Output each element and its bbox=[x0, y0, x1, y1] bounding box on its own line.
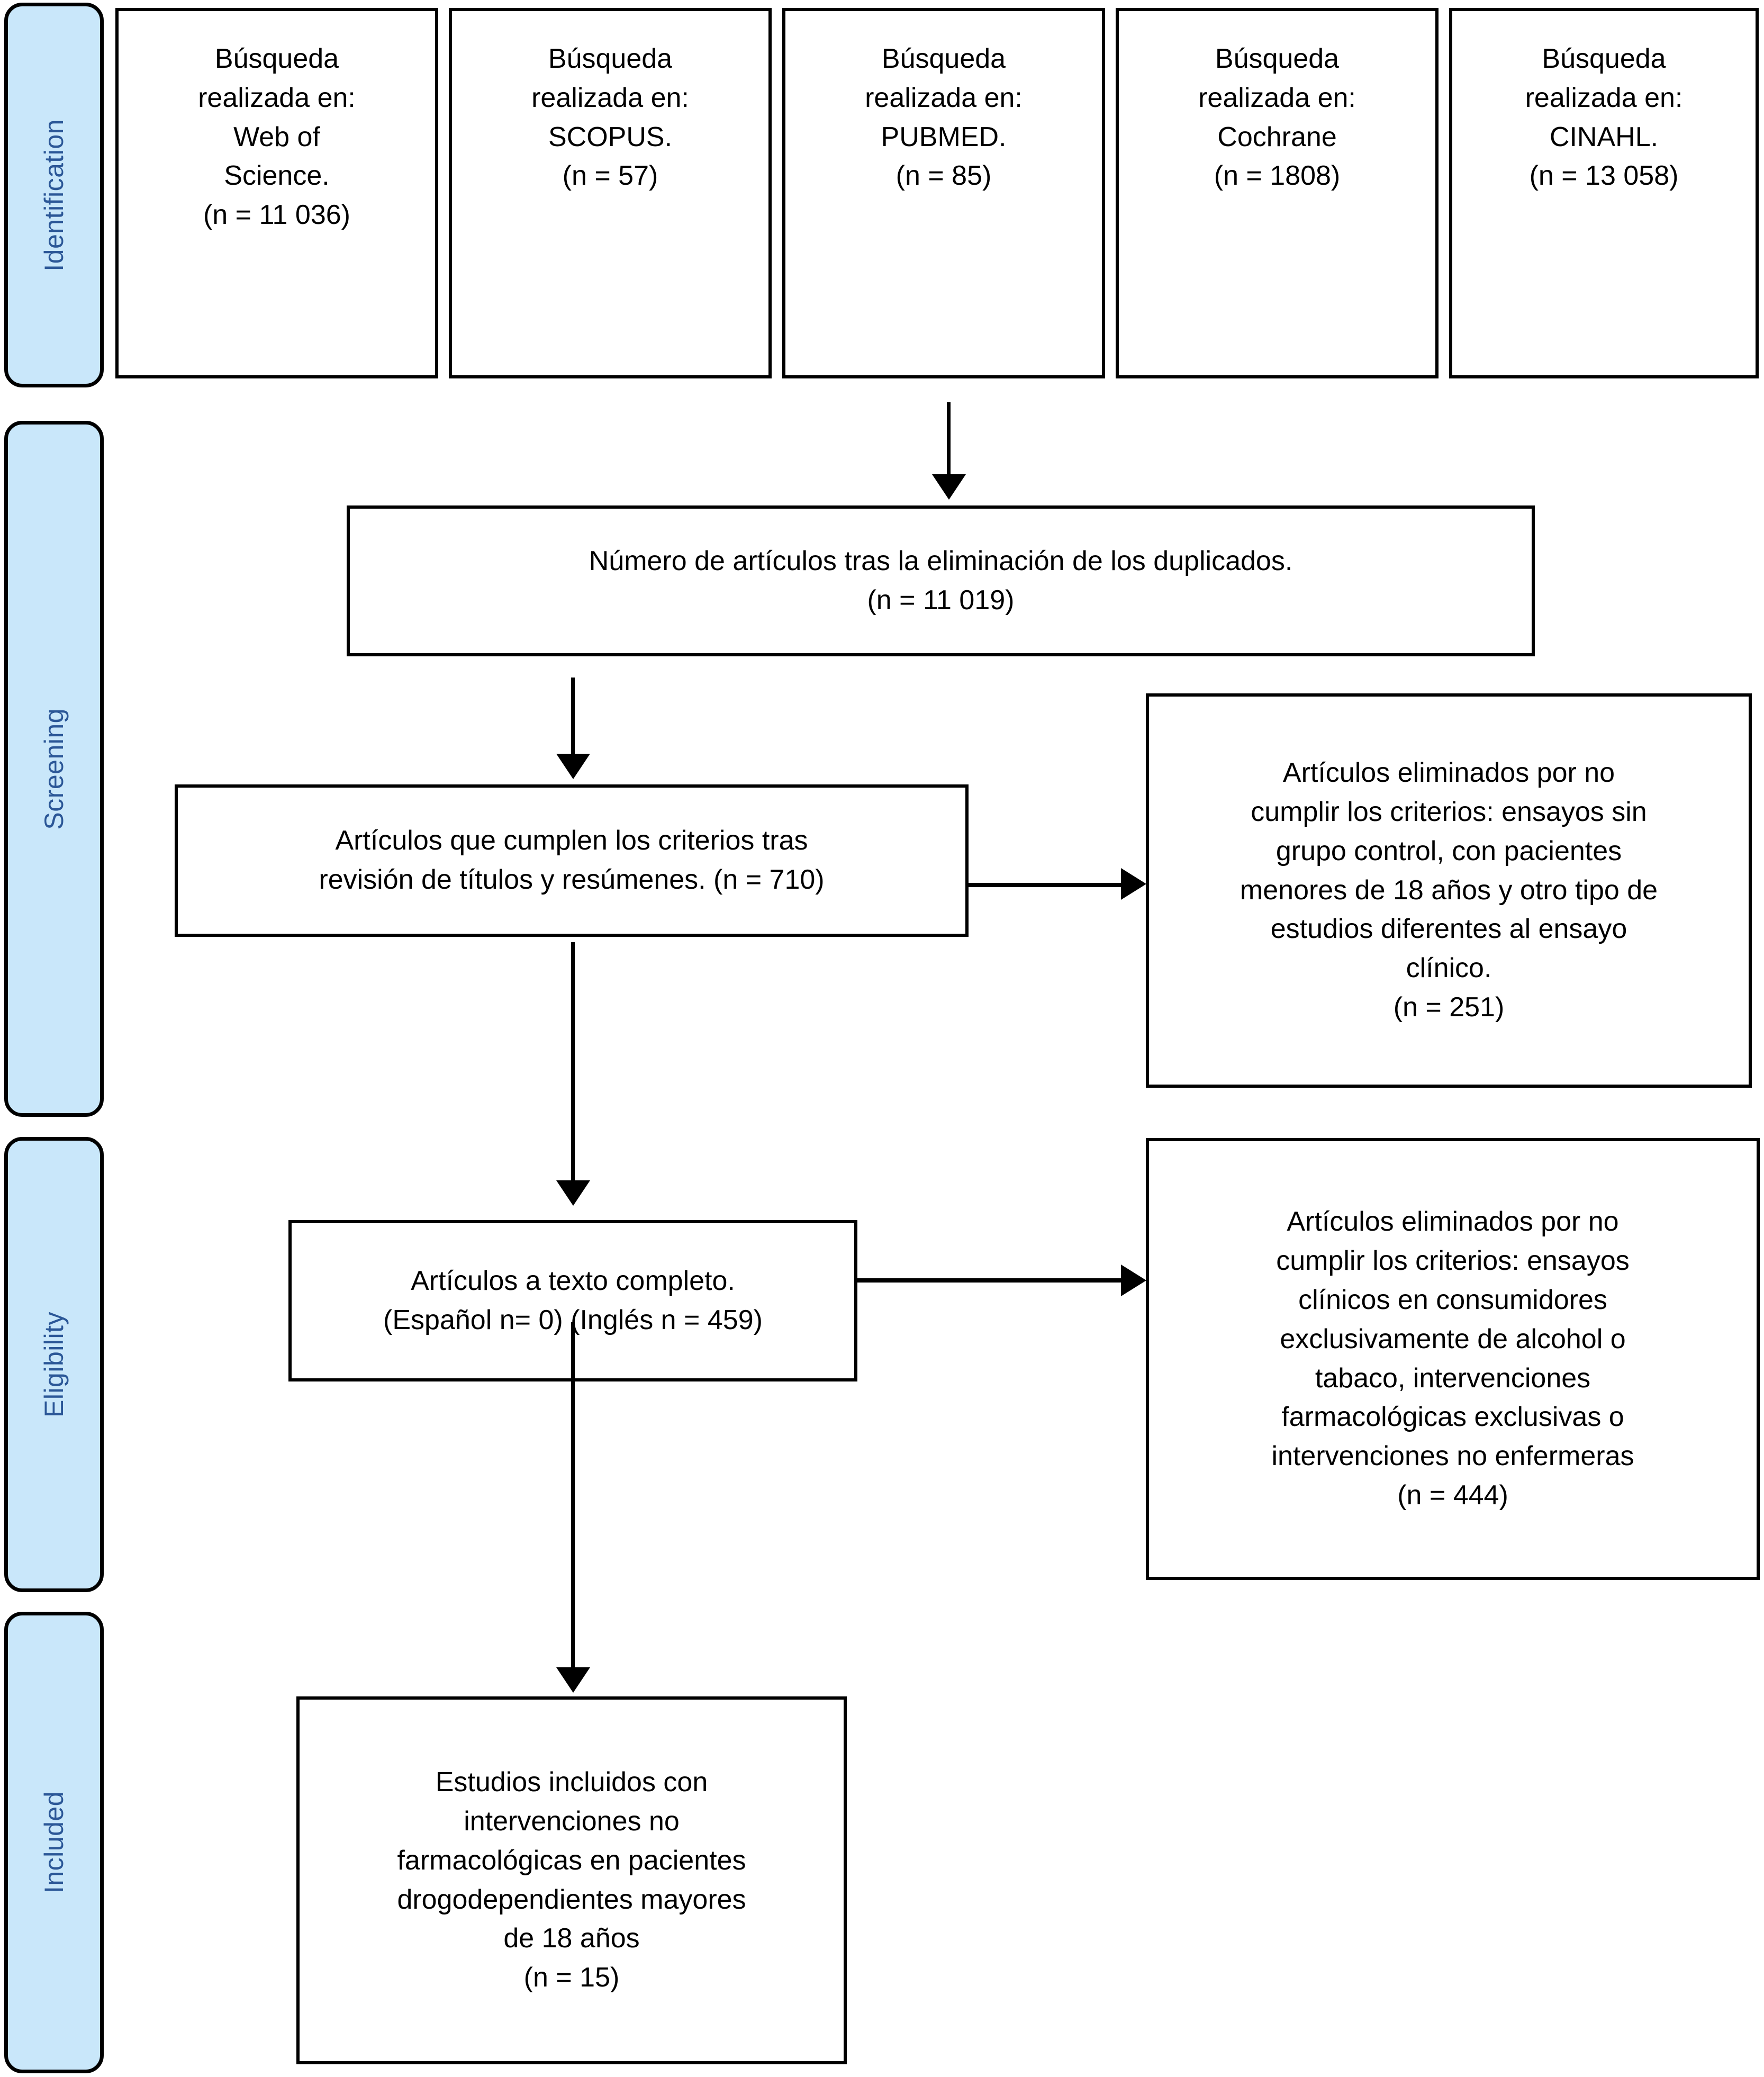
source-text-cinahl: Búsqueda realizada en: CINAHL. (n = 13 0… bbox=[1525, 43, 1683, 192]
phase-screening: Screening bbox=[4, 421, 104, 1117]
connector-full-text-to-included bbox=[571, 1322, 575, 1673]
step-text-included-studies: Estudios incluidos con intervenciones no… bbox=[397, 1767, 746, 1993]
step-box-title-abstract-screening: Artículos que cumplen los criterios tras… bbox=[175, 784, 969, 937]
source-text-cochrane: Búsqueda realizada en: Cochrane (n = 180… bbox=[1198, 43, 1356, 192]
phase-eligibility-label: Eligibility bbox=[39, 1311, 69, 1417]
connector-full-text-to-excluded bbox=[856, 1278, 1122, 1283]
source-text-scopus: Búsqueda realizada en: SCOPUS. (n = 57) bbox=[531, 43, 689, 192]
arrowhead-full-text-to-excluded bbox=[1121, 1265, 1146, 1296]
phase-eligibility: Eligibility bbox=[4, 1137, 104, 1592]
source-box-cinahl: Búsqueda realizada en: CINAHL. (n = 13 0… bbox=[1449, 8, 1759, 378]
arrowhead-sources-to-duplicates bbox=[932, 474, 966, 500]
phase-identification-label: Identification bbox=[39, 119, 69, 272]
phase-identification: Identification bbox=[4, 3, 104, 387]
phase-included-label: Included bbox=[39, 1791, 69, 1894]
connector-duplicates-to-screening bbox=[571, 678, 575, 760]
step-text-full-text: Artículos a texto completo. (Español n= … bbox=[383, 1265, 763, 1335]
source-text-web-of-science: Búsqueda realizada en: Web of Science. (… bbox=[198, 43, 356, 231]
step-text-excluded-screening: Artículos eliminados por no cumplir los … bbox=[1240, 757, 1658, 1023]
phase-screening-label: Screening bbox=[39, 708, 69, 830]
arrowhead-screening-to-full-text bbox=[556, 1180, 590, 1206]
arrowhead-full-text-to-included bbox=[556, 1667, 590, 1693]
source-text-pubmed: Búsqueda realizada en: PUBMED. (n = 85) bbox=[865, 43, 1023, 192]
step-text-excluded-eligibility: Artículos eliminados por no cumplir los … bbox=[1271, 1206, 1634, 1511]
source-box-scopus: Búsqueda realizada en: SCOPUS. (n = 57) bbox=[449, 8, 772, 378]
arrowhead-duplicates-to-screening bbox=[556, 754, 590, 779]
source-box-web-of-science: Búsqueda realizada en: Web of Science. (… bbox=[115, 8, 438, 378]
arrowhead-screening-to-excluded bbox=[1121, 868, 1146, 900]
connector-sources-to-duplicates bbox=[947, 402, 951, 479]
source-box-cochrane: Búsqueda realizada en: Cochrane (n = 180… bbox=[1116, 8, 1439, 378]
connector-screening-to-full-text bbox=[571, 942, 575, 1186]
step-box-excluded-screening: Artículos eliminados por no cumplir los … bbox=[1146, 693, 1752, 1088]
connector-screening-to-excluded bbox=[969, 883, 1122, 887]
step-box-full-text: Artículos a texto completo. (Español n= … bbox=[288, 1220, 857, 1381]
phase-included: Included bbox=[4, 1612, 104, 2073]
step-text-title-abstract-screening: Artículos que cumplen los criterios tras… bbox=[319, 825, 825, 895]
step-box-duplicates: Número de artículos tras la eliminación … bbox=[347, 505, 1535, 656]
step-box-included-studies: Estudios incluidos con intervenciones no… bbox=[296, 1696, 847, 2064]
step-text-duplicates: Número de artículos tras la eliminación … bbox=[589, 545, 1293, 616]
source-box-pubmed: Búsqueda realizada en: PUBMED. (n = 85) bbox=[782, 8, 1105, 378]
step-box-excluded-eligibility: Artículos eliminados por no cumplir los … bbox=[1146, 1138, 1760, 1580]
